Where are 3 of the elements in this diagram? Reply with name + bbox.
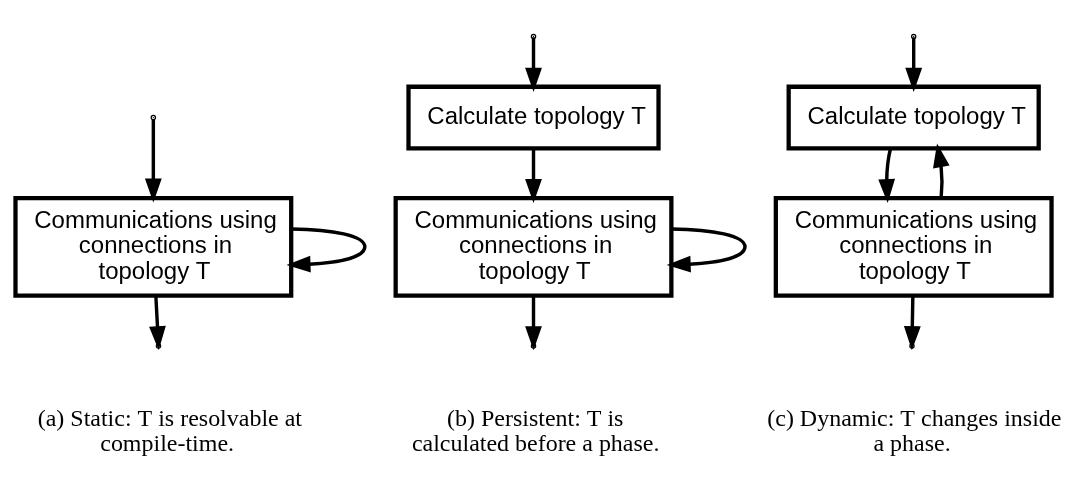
label: (c) Dynamic: T changes inside a phase. (767, 404, 1062, 457)
label: (a) Static: T is resolvable at compile-time. (37, 404, 302, 457)
label: (b) Persistent: T is calculated before a phase. (411, 404, 660, 457)
